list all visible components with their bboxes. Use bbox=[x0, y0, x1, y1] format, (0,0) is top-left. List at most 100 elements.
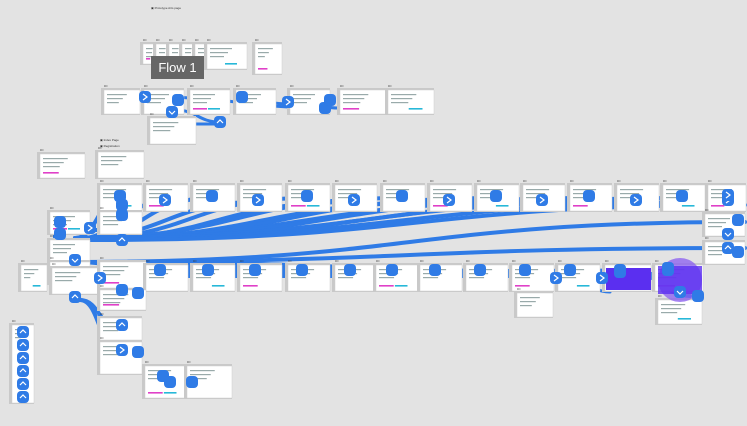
frame-menu-dots[interactable]: ••• bbox=[144, 84, 148, 88]
link-hotspot[interactable] bbox=[94, 272, 106, 284]
frame-menu-dots[interactable]: ••• bbox=[376, 259, 380, 263]
link-hotspot[interactable] bbox=[564, 264, 576, 276]
link-hotspot[interactable] bbox=[236, 91, 248, 103]
link-hotspot[interactable] bbox=[17, 391, 29, 403]
link-hotspot[interactable] bbox=[116, 234, 128, 246]
link-hotspot[interactable] bbox=[386, 264, 398, 276]
link-hotspot[interactable] bbox=[166, 106, 178, 118]
frame-menu-dots[interactable]: ••• bbox=[708, 179, 712, 183]
frame-menu-dots[interactable]: ••• bbox=[190, 84, 194, 88]
link-hotspot[interactable] bbox=[662, 262, 674, 274]
link-hotspot[interactable] bbox=[206, 190, 218, 202]
link-hotspot[interactable] bbox=[54, 228, 66, 240]
link-hotspot[interactable] bbox=[732, 246, 744, 258]
frame-menu-dots[interactable]: ••• bbox=[50, 234, 54, 238]
link-hotspot[interactable] bbox=[519, 264, 531, 276]
frame-menu-dots[interactable]: ••• bbox=[100, 179, 104, 183]
link-hotspot[interactable] bbox=[69, 254, 81, 266]
frame-menu-dots[interactable]: ••• bbox=[145, 360, 149, 364]
link-hotspot[interactable] bbox=[116, 284, 128, 296]
frame-menu-dots[interactable]: ••• bbox=[100, 336, 104, 340]
flow-start-badge[interactable]: Flow 1 bbox=[151, 56, 204, 79]
frame-menu-dots[interactable]: ••• bbox=[182, 38, 186, 42]
link-hotspot[interactable] bbox=[116, 209, 128, 221]
frame-menu-dots[interactable]: ••• bbox=[705, 208, 709, 212]
link-hotspot[interactable] bbox=[596, 272, 608, 284]
frame-menu-dots[interactable]: ••• bbox=[240, 259, 244, 263]
frame-menu-dots[interactable]: ••• bbox=[169, 38, 173, 42]
link-hotspot[interactable] bbox=[154, 264, 166, 276]
frame-menu-dots[interactable]: ••• bbox=[335, 179, 339, 183]
frame-menu-dots[interactable]: ••• bbox=[340, 84, 344, 88]
link-hotspot[interactable] bbox=[17, 339, 29, 351]
link-hotspot[interactable] bbox=[583, 190, 595, 202]
link-hotspot[interactable] bbox=[84, 222, 96, 234]
link-hotspot[interactable] bbox=[732, 214, 744, 226]
frame-menu-dots[interactable]: ••• bbox=[388, 84, 392, 88]
link-hotspot[interactable] bbox=[249, 264, 261, 276]
link-hotspot[interactable] bbox=[443, 194, 455, 206]
frame-menu-dots[interactable]: ••• bbox=[236, 84, 240, 88]
frame-menu-dots[interactable]: ••• bbox=[240, 179, 244, 183]
link-hotspot[interactable] bbox=[252, 194, 264, 206]
link-hotspot[interactable] bbox=[17, 378, 29, 390]
link-hotspot[interactable] bbox=[17, 352, 29, 364]
frame-menu-dots[interactable]: ••• bbox=[207, 38, 211, 42]
frame-menu-dots[interactable]: ••• bbox=[466, 259, 470, 263]
link-hotspot[interactable] bbox=[164, 376, 176, 388]
frame-menu-dots[interactable]: ••• bbox=[288, 259, 292, 263]
link-hotspot[interactable] bbox=[202, 264, 214, 276]
link-hotspot[interactable] bbox=[429, 264, 441, 276]
link-hotspot[interactable] bbox=[54, 216, 66, 228]
link-hotspot[interactable] bbox=[536, 194, 548, 206]
frame-menu-dots[interactable]: ••• bbox=[193, 259, 197, 263]
frame-menu-dots[interactable]: ••• bbox=[100, 256, 104, 260]
frame-menu-dots[interactable]: ••• bbox=[100, 206, 104, 210]
frame-menu-dots[interactable]: ••• bbox=[195, 38, 199, 42]
link-hotspot[interactable] bbox=[116, 319, 128, 331]
link-hotspot[interactable] bbox=[17, 326, 29, 338]
link-hotspot[interactable] bbox=[490, 190, 502, 202]
link-hotspot[interactable] bbox=[159, 194, 171, 206]
frame-menu-dots[interactable]: ••• bbox=[150, 112, 154, 116]
frame-menu-dots[interactable]: ••• bbox=[705, 236, 709, 240]
frame-menu-dots[interactable]: ••• bbox=[290, 84, 294, 88]
frame-menu-dots[interactable]: ••• bbox=[100, 284, 104, 288]
link-hotspot[interactable] bbox=[692, 290, 704, 302]
link-hotspot[interactable] bbox=[172, 94, 184, 106]
frame-menu-dots[interactable]: ••• bbox=[12, 319, 16, 323]
frame-menu-dots[interactable]: ••• bbox=[21, 259, 25, 263]
link-hotspot[interactable] bbox=[301, 190, 313, 202]
frame-menu-dots[interactable]: ••• bbox=[512, 259, 516, 263]
frame-menu-dots[interactable]: ••• bbox=[100, 312, 104, 316]
frame-menu-dots[interactable]: ••• bbox=[617, 179, 621, 183]
link-hotspot[interactable] bbox=[630, 194, 642, 206]
frame-menu-dots[interactable]: ••• bbox=[420, 259, 424, 263]
frame-menu-dots[interactable]: ••• bbox=[663, 179, 667, 183]
frame-menu-dots[interactable]: ••• bbox=[255, 38, 259, 42]
link-hotspot[interactable] bbox=[674, 286, 686, 298]
frame-menu-dots[interactable]: ••• bbox=[288, 179, 292, 183]
frame-menu-dots[interactable]: ••• bbox=[50, 256, 54, 260]
frame-menu-dots[interactable]: ••• bbox=[146, 179, 150, 183]
frame-menu-dots[interactable]: ••• bbox=[430, 179, 434, 183]
link-hotspot[interactable] bbox=[282, 96, 294, 108]
frame-menu-dots[interactable]: ••• bbox=[570, 179, 574, 183]
link-hotspot[interactable] bbox=[17, 365, 29, 377]
link-hotspot[interactable] bbox=[116, 344, 128, 356]
frame-menu-dots[interactable]: ••• bbox=[477, 179, 481, 183]
selected-hotspot[interactable] bbox=[606, 268, 651, 290]
link-hotspot[interactable] bbox=[116, 199, 128, 211]
frame-menu-dots[interactable]: ••• bbox=[104, 84, 108, 88]
link-hotspot[interactable] bbox=[139, 91, 151, 103]
frame-menu-dots[interactable]: ••• bbox=[558, 259, 562, 263]
link-hotspot[interactable] bbox=[676, 190, 688, 202]
prototype-hotspots[interactable] bbox=[17, 91, 744, 403]
frame-menu-dots[interactable]: ••• bbox=[146, 259, 150, 263]
frame-menu-dots[interactable]: ••• bbox=[98, 146, 102, 150]
link-hotspot[interactable] bbox=[69, 291, 81, 303]
link-hotspot[interactable] bbox=[296, 264, 308, 276]
frame-menu-dots[interactable]: ••• bbox=[52, 262, 56, 266]
link-hotspot[interactable] bbox=[722, 189, 734, 201]
